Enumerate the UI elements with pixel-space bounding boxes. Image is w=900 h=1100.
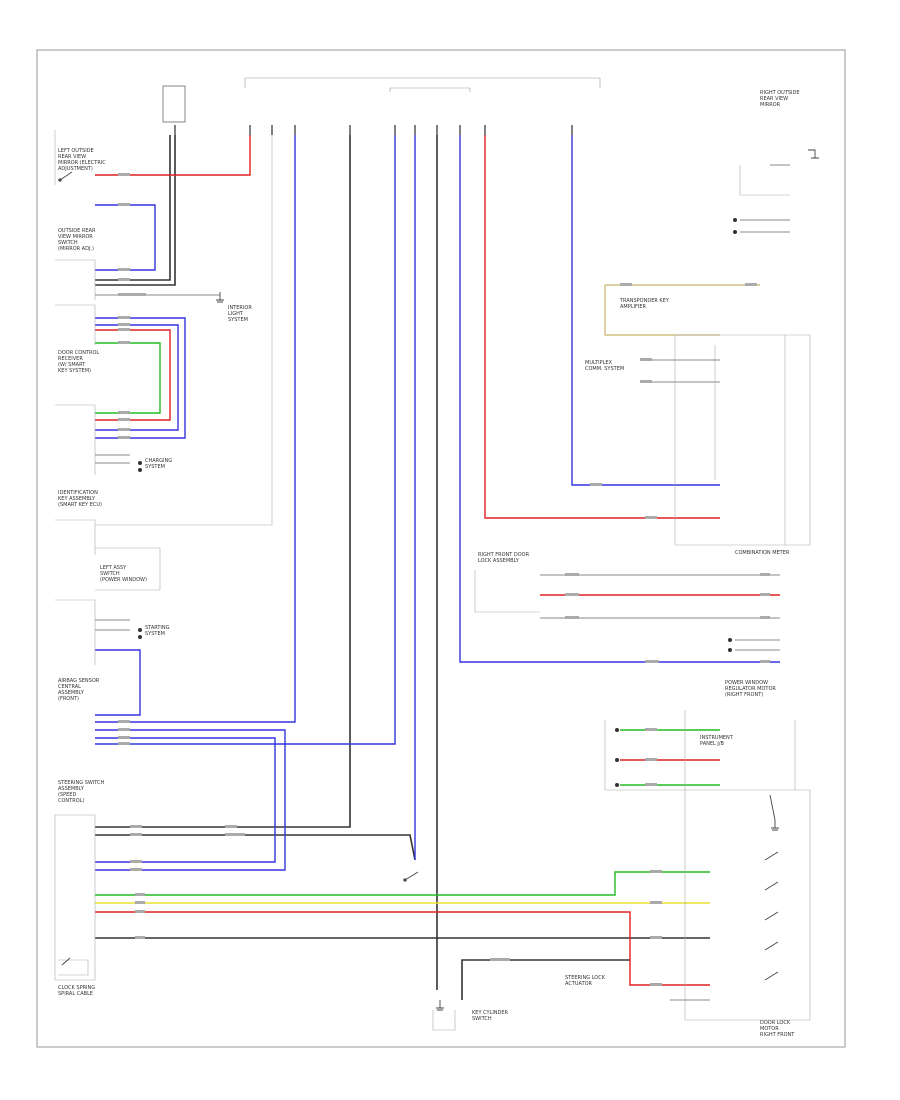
airbag-sensor-label: AIRBAG SENSOR CENTRAL ASSEMBLY (FRONT) [58, 678, 100, 702]
steering-ecu-label: STEERING SWITCH ASSEMBLY (SPEED CONTROL) [58, 780, 105, 804]
green-wires [95, 342, 720, 896]
component-outlines [54, 130, 811, 1031]
door-lock-motor-label: DOOR LOCK MOTOR RIGHT FRONT [760, 1020, 795, 1038]
top-connectors [174, 125, 573, 135]
diagram-frame [36, 49, 846, 1048]
gray-wires [95, 164, 790, 1001]
multiplex-comm-label: MULTIPLEX COMM. SYSTEM [585, 360, 625, 372]
outside-mirror-switch-label: OUTSIDE REAR VIEW MIRROR SWITCH (MIRROR … [58, 228, 96, 252]
combination-meter-label: COMBINATION METER [735, 550, 790, 556]
charging-system-label: CHARGING SYSTEM [145, 458, 173, 470]
clock-spring-label: CLOCK SPRING SPIRAL CABLE [58, 985, 96, 997]
steering-lock-label: STEERING LOCK ACTUATOR [565, 975, 606, 987]
wire-tags [118, 173, 770, 986]
left-outside-mirror-label: LEFT OUTSIDE REAR VIEW MIRROR (ELECTRIC … [58, 148, 106, 172]
interior-light-label: INTERIOR LIGHT SYSTEM [228, 305, 252, 323]
connector-dots [138, 218, 737, 787]
tan-wires [604, 284, 760, 336]
pw-master-switch-label: LEFT ASSY SWITCH (POWER WINDOW) [100, 565, 147, 583]
switch-contacts [58, 171, 779, 981]
power-window-regulator-label: POWER WINDOW REGULATOR MOTOR (RIGHT FRON… [725, 680, 776, 698]
ground-symbols [216, 149, 819, 1011]
starting-system-label: STARTING SYSTEM [145, 625, 170, 637]
transmission-ecu-label: TRANSPONDER KEY AMPLIFIER [620, 298, 669, 310]
right-front-mirror-label: RIGHT OUTSIDE REAR VIEW MIRROR [760, 90, 800, 108]
red-wires [95, 135, 780, 986]
top-header [244, 77, 601, 92]
mirror-box [162, 85, 186, 123]
door-control-receiver-label: DOOR CONTROL RECEIVER (W/ SMART KEY SYST… [58, 350, 100, 374]
identification-ecu-label: IDENTIFICATION KEY ASSEMBLY (SMART KEY E… [58, 490, 102, 508]
right-front-door-lock-label: RIGHT FRONT DOOR LOCK ASSEMBLY [478, 552, 530, 564]
key-cylinder-label: KEY CYLINDER SWITCH [472, 1010, 509, 1022]
instrument-cluster-label: INSTRUMENT PANEL J/B [700, 735, 733, 747]
